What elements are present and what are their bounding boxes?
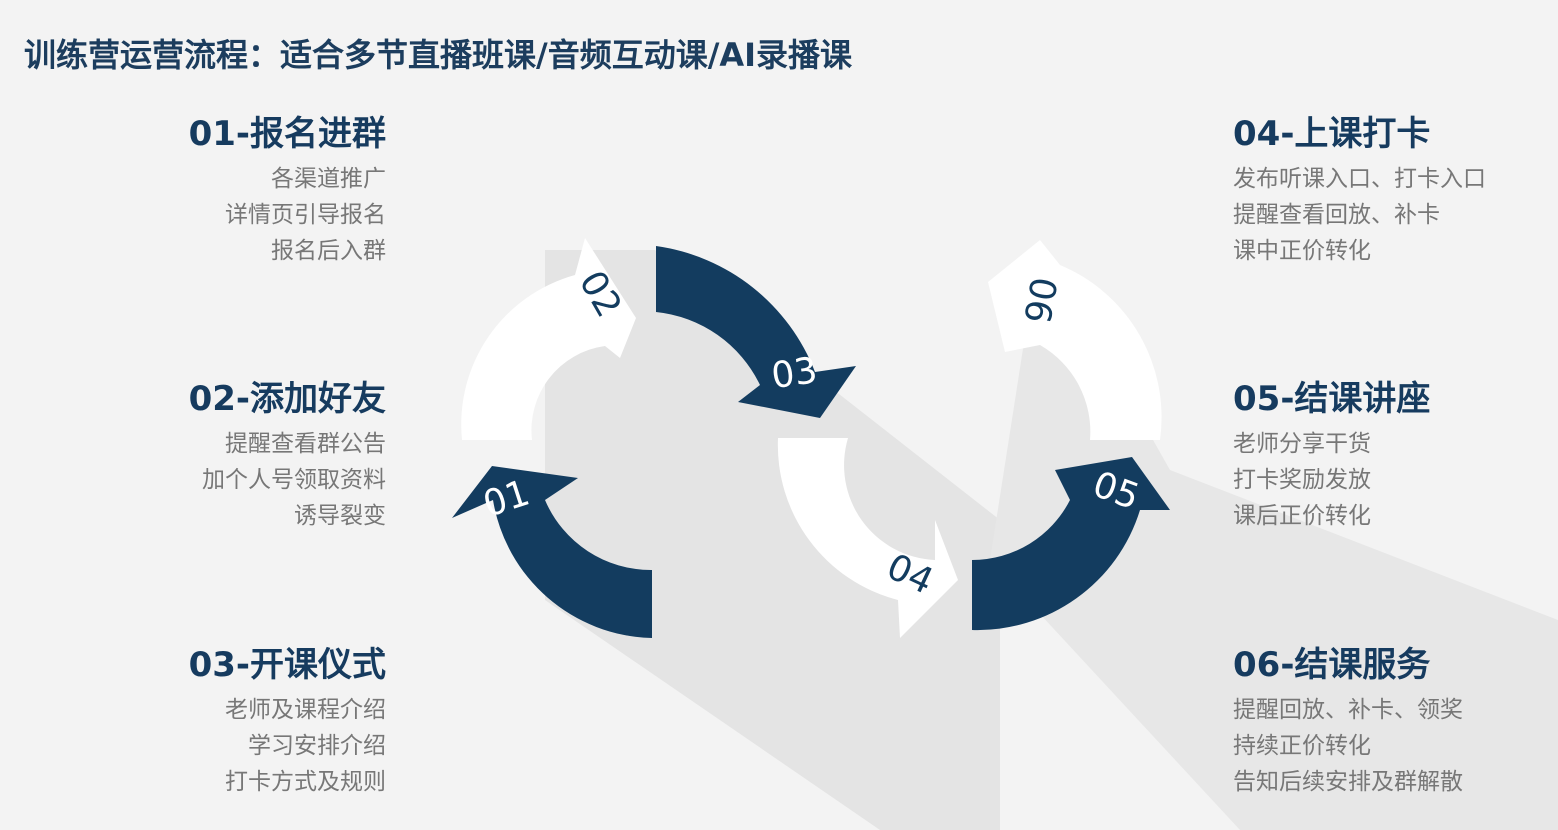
step-06-line-3: 告知后续安排及群解散 (1233, 769, 1463, 795)
shadow-left (545, 250, 1000, 830)
arrow-06 (988, 240, 1162, 440)
step-04-line-1: 发布听课入口、打卡入口 (1233, 166, 1486, 192)
arrow-03[interactable] (656, 246, 856, 418)
step-04-block: 04-上课打卡 发布听课入口、打卡入口 提醒查看回放、补卡 课中正价转化 (1233, 106, 1558, 269)
step-06-line-1: 提醒回放、补卡、领奖 (1233, 697, 1463, 723)
step-06-line-2: 持续正价转化 (1233, 733, 1371, 759)
step-02-heading: 02-添加好友 (188, 379, 386, 419)
step-05-line-3: 课后正价转化 (1233, 503, 1371, 529)
step-01-line-3: 报名后入群 (271, 238, 386, 264)
step-05-heading: 05-结课讲座 (1233, 379, 1431, 419)
step-04-line-3: 课中正价转化 (1233, 238, 1371, 264)
arrow-05[interactable] (972, 457, 1170, 631)
arrow-04 (777, 438, 958, 638)
page-title: 训练营运营流程：适合多节直播班课/音频互动课/AI录播课 (24, 36, 853, 74)
step-03-line-1: 老师及课程介绍 (225, 697, 386, 723)
arrow-02 (461, 238, 636, 440)
step-02-line-3: 诱导裂变 (294, 503, 386, 529)
step-02-line-2: 加个人号领取资料 (202, 467, 386, 493)
step-01-line-2: 详情页引导报名 (225, 202, 386, 228)
step-05-line-2: 打卡奖励发放 (1233, 467, 1371, 493)
arrow-01[interactable] (452, 466, 652, 638)
step-01-block: 01-报名进群 各渠道推广 详情页引导报名 报名后入群 (46, 106, 386, 269)
step-03-heading: 03-开课仪式 (188, 645, 386, 685)
step-05-block: 05-结课讲座 老师分享干货 打卡奖励发放 课后正价转化 (1233, 371, 1558, 534)
step-01-heading: 01-报名进群 (188, 114, 386, 154)
step-01-line-1: 各渠道推广 (271, 166, 386, 192)
step-03-line-2: 学习安排介绍 (248, 733, 386, 759)
step-02-block: 02-添加好友 提醒查看群公告 加个人号领取资料 诱导裂变 (46, 371, 386, 534)
step-03-line-3: 打卡方式及规则 (225, 769, 386, 795)
step-04-line-2: 提醒查看回放、补卡 (1233, 202, 1440, 228)
step-06-heading: 06-结课服务 (1233, 645, 1431, 685)
step-05-line-1: 老师分享干货 (1233, 431, 1371, 457)
arrow-label-06: 06 (1015, 274, 1063, 326)
step-02-line-1: 提醒查看群公告 (225, 431, 386, 457)
step-03-block: 03-开课仪式 老师及课程介绍 学习安排介绍 打卡方式及规则 (46, 637, 386, 800)
step-06-block: 06-结课服务 提醒回放、补卡、领奖 持续正价转化 告知后续安排及群解散 (1233, 637, 1558, 800)
arrow-label-03: 03 (769, 350, 820, 397)
step-04-heading: 04-上课打卡 (1233, 114, 1431, 154)
shadow-right (990, 240, 1558, 830)
